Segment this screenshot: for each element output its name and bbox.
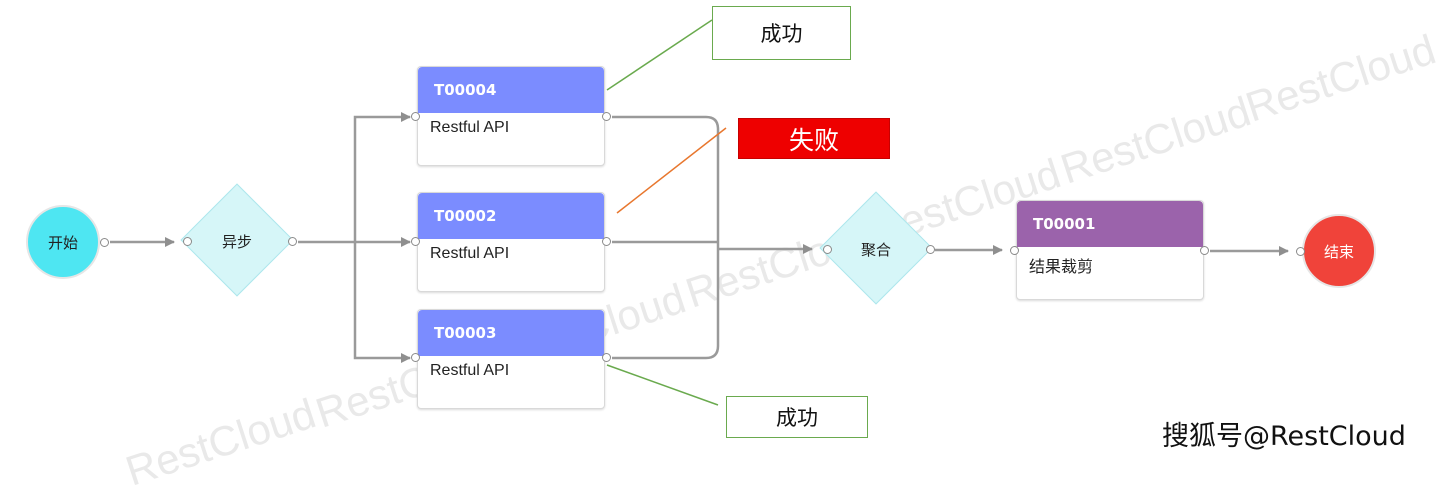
edge-to-t00003 bbox=[353, 242, 411, 363]
output-port[interactable] bbox=[926, 245, 935, 254]
end-node[interactable]: 结束 bbox=[1302, 214, 1376, 288]
input-port[interactable] bbox=[1296, 247, 1305, 256]
task-id: T00002 bbox=[434, 207, 497, 225]
async-gateway-label: 异步 bbox=[221, 233, 252, 251]
input-port[interactable] bbox=[1010, 246, 1019, 255]
callout-success-bottom: 成功 bbox=[726, 396, 868, 438]
callout-success-top: 成功 bbox=[712, 6, 851, 60]
input-port[interactable] bbox=[183, 237, 192, 246]
task-subtitle: Restful API bbox=[430, 119, 510, 136]
output-port[interactable] bbox=[602, 112, 611, 121]
callout-text: 成功 bbox=[776, 406, 818, 430]
task-card-t00003[interactable]: T00003 Restful API bbox=[417, 309, 605, 409]
edge-t00003-merge bbox=[612, 242, 720, 360]
task-subtitle: Restful API bbox=[430, 362, 510, 379]
output-port[interactable] bbox=[602, 237, 611, 246]
connector-layer bbox=[110, 19, 1289, 406]
task-id: T00003 bbox=[434, 324, 497, 342]
callout-text: 失败 bbox=[788, 125, 839, 155]
edge-to-t00004 bbox=[353, 112, 411, 242]
input-port[interactable] bbox=[411, 112, 420, 121]
output-port[interactable] bbox=[602, 353, 611, 362]
start-node-label: 开始 bbox=[47, 233, 78, 252]
task-id: T00004 bbox=[434, 81, 497, 99]
task-card-t00001[interactable]: T00001 结果裁剪 bbox=[1016, 200, 1204, 300]
callout-leader-success-top bbox=[606, 19, 713, 91]
task-subtitle: 结果裁剪 bbox=[1029, 259, 1094, 276]
task-id: T00001 bbox=[1033, 215, 1096, 233]
edge-t00004-merge bbox=[612, 115, 720, 242]
task-header: T00004 bbox=[418, 67, 604, 113]
task-card-t00002[interactable]: T00002 Restful API bbox=[417, 192, 605, 292]
callout-leader-failure bbox=[616, 127, 727, 214]
task-header: T00003 bbox=[418, 310, 604, 356]
output-port[interactable] bbox=[100, 238, 109, 247]
aggregate-gateway-label: 聚合 bbox=[860, 241, 891, 259]
output-port[interactable] bbox=[1200, 246, 1209, 255]
end-node-label: 结束 bbox=[1323, 242, 1354, 261]
input-port[interactable] bbox=[411, 353, 420, 362]
input-port[interactable] bbox=[823, 245, 832, 254]
callout-text: 成功 bbox=[760, 22, 803, 46]
input-port[interactable] bbox=[411, 237, 420, 246]
task-header: T00001 bbox=[1017, 201, 1203, 247]
source-credit: 搜狐号@RestCloud bbox=[1162, 421, 1406, 452]
callout-leader-success-bottom bbox=[606, 364, 719, 406]
start-node[interactable]: 开始 bbox=[26, 205, 100, 279]
task-header: T00002 bbox=[418, 193, 604, 239]
task-card-t00004[interactable]: T00004 Restful API bbox=[417, 66, 605, 166]
callout-failure: 失败 bbox=[738, 118, 890, 159]
task-subtitle: Restful API bbox=[430, 245, 510, 262]
output-port[interactable] bbox=[288, 237, 297, 246]
